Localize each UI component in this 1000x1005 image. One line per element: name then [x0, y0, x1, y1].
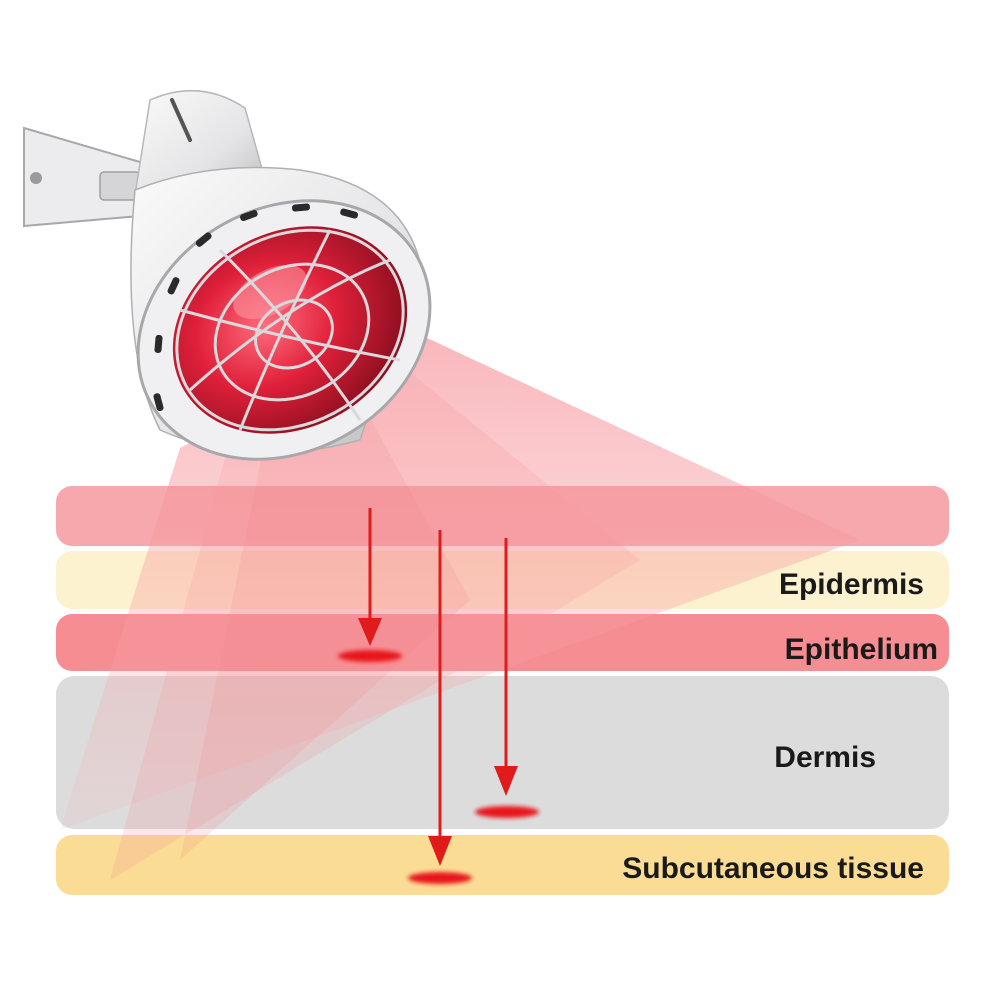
infrared-lamp-icon	[23, 89, 432, 461]
arrow-subcutaneous	[408, 530, 472, 884]
label-dermis: Dermis	[774, 741, 876, 774]
arrow-epithelium	[338, 508, 402, 662]
arrow-head	[358, 618, 382, 646]
bracket-screw	[30, 172, 42, 184]
penetration-arrows	[338, 508, 539, 884]
beam-core	[180, 400, 470, 860]
arrow-head	[428, 836, 452, 866]
label-epidermis: Epidermis	[778, 568, 924, 601]
arrow-head	[494, 766, 518, 796]
neck-slot	[170, 98, 192, 142]
bulb-highlight	[233, 264, 307, 320]
heat-spot-icon	[475, 806, 539, 818]
heat-spot-icon	[338, 650, 402, 662]
layer-subcutaneous-band	[56, 835, 949, 895]
arrow-dermis	[475, 538, 539, 818]
label-epithelium: Epithelium	[784, 633, 938, 666]
wire-guard	[175, 228, 405, 432]
rim-vents	[153, 203, 359, 412]
label-subcutaneous-tissue: Subcutaneous tissue	[622, 852, 924, 885]
heat-spot-icon	[408, 872, 472, 884]
